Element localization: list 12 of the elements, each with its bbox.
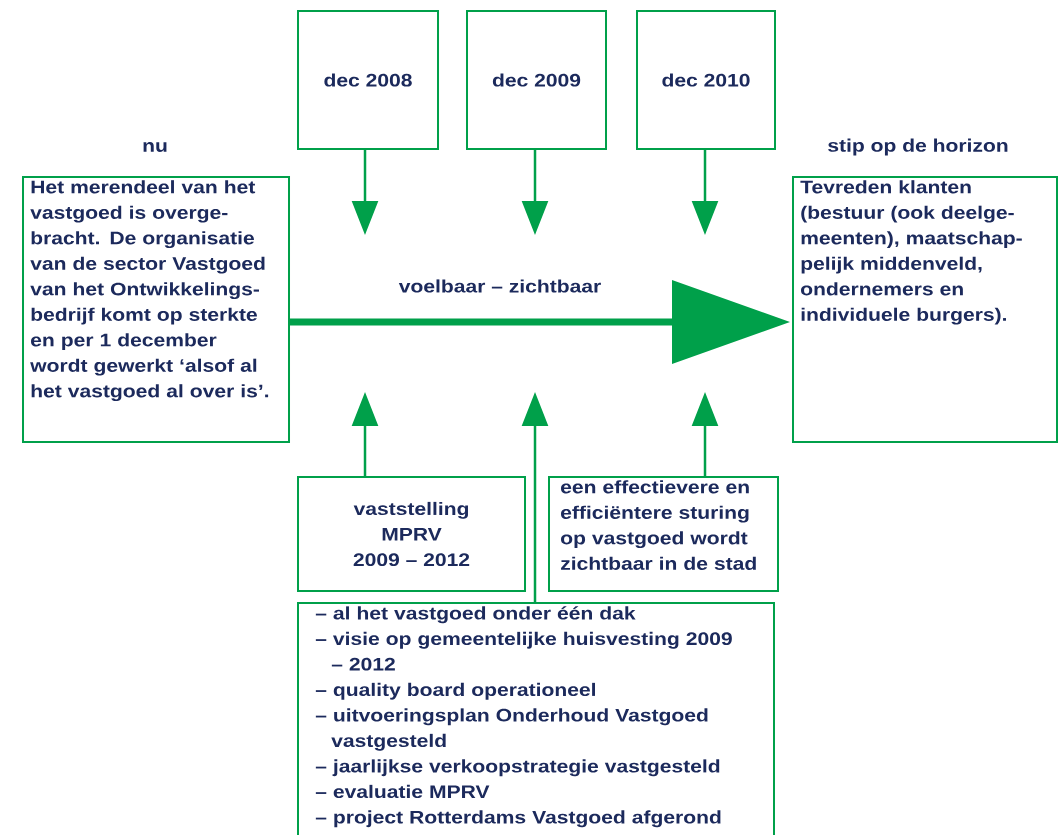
text-box: een effectievere en efficiëntere sturing op vastgoed wordt zichtbaar in de stad [548,476,779,592]
milestone-box: dec 2010 [636,10,776,150]
text-box: stip op de horizon Tevreden klanten (bestuur (ook deelge-meenten), maatschap-pelijk middenveld, ondernemers en individuele burgers). [792,138,1058,443]
milestone-box: vaststelling MPRV 2009 – 2012 [297,476,526,592]
arrow [290,280,790,364]
text-box: nu Het merendeel van het vastgoed is overge-bracht. De organisatie van de sector Vastgoed van het Ontwikkelings-bedrijf komt op sterkte en per 1 december wordt gewerkt ‘alsof al het vastgoed al over is’. [22,142,290,443]
edge-label: voelbaar – zichtbaar [397,278,603,294]
list-box: – al het vastgoed onder één dak – visie op gemeentelijke huisvesting 2009 – 2012 – quality board operationeel – uitvoeringsplan Onderhoud Vastgoed vastgesteld – jaarlijkse verkoopstrategie vastgesteld – evaluatie MPRV – project Rotterdams Vastgoed afgerond [297,602,775,835]
milestone-box: dec 2008 [297,10,439,150]
node-label: nu [143,142,167,152]
node-label: stip op de horizon [828,138,1008,156]
milestone-box: dec 2009 [466,10,607,150]
